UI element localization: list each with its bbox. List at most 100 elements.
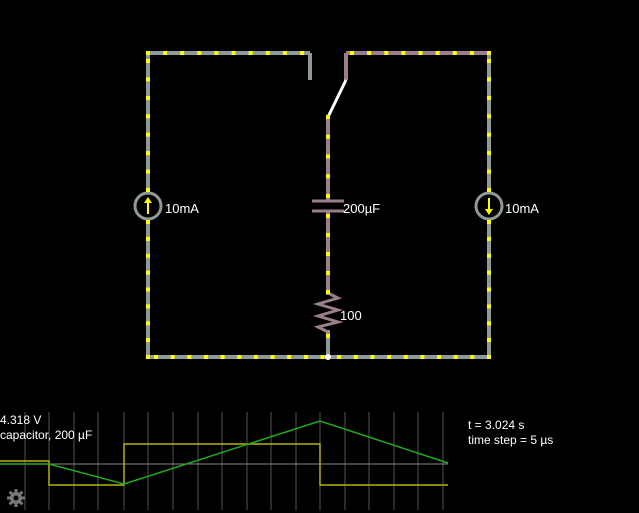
current-dot xyxy=(420,355,425,359)
current-dot xyxy=(487,220,491,224)
current-dot xyxy=(146,59,150,63)
current-dot xyxy=(326,134,330,139)
current-dot xyxy=(146,114,150,119)
current-dot xyxy=(187,355,192,359)
gear-icon[interactable] xyxy=(6,488,26,508)
current-dot xyxy=(487,253,491,258)
current-dot xyxy=(146,51,150,55)
current-dot xyxy=(453,355,458,359)
switch[interactable] xyxy=(326,79,348,118)
current-dot xyxy=(231,51,236,55)
capacitor-label: 200µF xyxy=(343,201,381,216)
current-dot xyxy=(326,194,330,198)
current-dot xyxy=(350,51,354,55)
current-dot xyxy=(418,51,423,55)
current-dot xyxy=(146,304,150,309)
current-source-left[interactable] xyxy=(133,191,163,221)
current-dot xyxy=(287,355,292,359)
left-source-label: 10mA xyxy=(165,201,199,216)
current-dot xyxy=(487,114,491,119)
current-dot xyxy=(326,290,330,294)
current-dot xyxy=(487,169,491,174)
time-readout: t = 3.024 s xyxy=(468,418,525,432)
current-dot xyxy=(437,355,442,359)
current-dot xyxy=(469,51,474,55)
current-dot xyxy=(146,321,150,326)
wires[interactable] xyxy=(146,51,491,359)
scope[interactable] xyxy=(0,412,449,510)
current-dot xyxy=(487,132,491,137)
current-dot xyxy=(253,355,258,359)
current-dot xyxy=(487,321,491,326)
current-dot xyxy=(320,355,325,359)
current-dot xyxy=(326,154,330,159)
current-dot xyxy=(146,132,150,137)
current-dot xyxy=(154,355,158,359)
current-dot xyxy=(146,355,150,359)
current-dot xyxy=(367,51,372,55)
current-dot xyxy=(487,59,491,63)
current-dot xyxy=(203,355,208,359)
current-dot xyxy=(163,51,168,55)
current-source-right[interactable] xyxy=(474,191,504,221)
current-dot xyxy=(214,51,219,55)
current-dot xyxy=(248,51,253,55)
current-dot xyxy=(487,95,491,100)
current-dot xyxy=(326,115,330,119)
current-dot xyxy=(146,270,150,275)
current-dot xyxy=(146,169,150,174)
current-dot xyxy=(487,355,491,359)
current-dot xyxy=(237,355,242,359)
current-dot xyxy=(435,51,440,55)
current-dot xyxy=(270,355,275,359)
current-dot xyxy=(487,287,491,292)
current-dot xyxy=(146,95,150,100)
resistor[interactable] xyxy=(312,291,344,334)
current-dots xyxy=(146,51,491,359)
current-dot xyxy=(384,51,389,55)
scope-voltage-readout: 4.318 V xyxy=(0,413,42,427)
current-dot xyxy=(146,338,150,343)
current-dot xyxy=(403,355,408,359)
scope-element-label: capacitor, 200 µF xyxy=(0,428,93,442)
scope-trace-voltage xyxy=(0,420,449,485)
current-dot xyxy=(401,51,406,55)
current-dot xyxy=(180,51,185,55)
current-dot xyxy=(146,287,150,292)
current-dot xyxy=(220,355,225,359)
current-dot xyxy=(487,236,491,241)
current-dot xyxy=(326,334,330,338)
resistor-label: 100 xyxy=(340,308,362,323)
current-dot xyxy=(487,188,491,192)
junction-node xyxy=(325,354,331,360)
current-dot xyxy=(370,355,375,359)
timestep-readout: time step = 5 µs xyxy=(468,433,554,447)
current-dot xyxy=(300,51,304,55)
scope-trace-current xyxy=(0,443,448,486)
scope-grid xyxy=(24,412,444,510)
current-dot xyxy=(303,355,308,359)
current-dot xyxy=(487,151,491,156)
current-dot xyxy=(487,51,491,55)
current-dot xyxy=(387,355,392,359)
current-dot xyxy=(146,236,150,241)
capacitor[interactable] xyxy=(312,199,344,213)
right-source-label: 10mA xyxy=(505,201,539,216)
current-dot xyxy=(146,188,150,192)
current-dot xyxy=(487,270,491,275)
current-dot xyxy=(487,77,491,82)
current-dot xyxy=(470,355,475,359)
current-dot xyxy=(197,51,202,55)
current-dot xyxy=(452,51,457,55)
current-dot xyxy=(326,271,330,275)
current-dot xyxy=(170,355,175,359)
current-dot xyxy=(282,51,287,55)
current-dot xyxy=(326,252,330,256)
current-dot xyxy=(487,338,491,343)
current-dot xyxy=(353,355,358,359)
current-dot xyxy=(326,214,330,218)
current-dot xyxy=(146,77,150,82)
current-dot xyxy=(265,51,270,55)
current-dot xyxy=(326,174,330,179)
